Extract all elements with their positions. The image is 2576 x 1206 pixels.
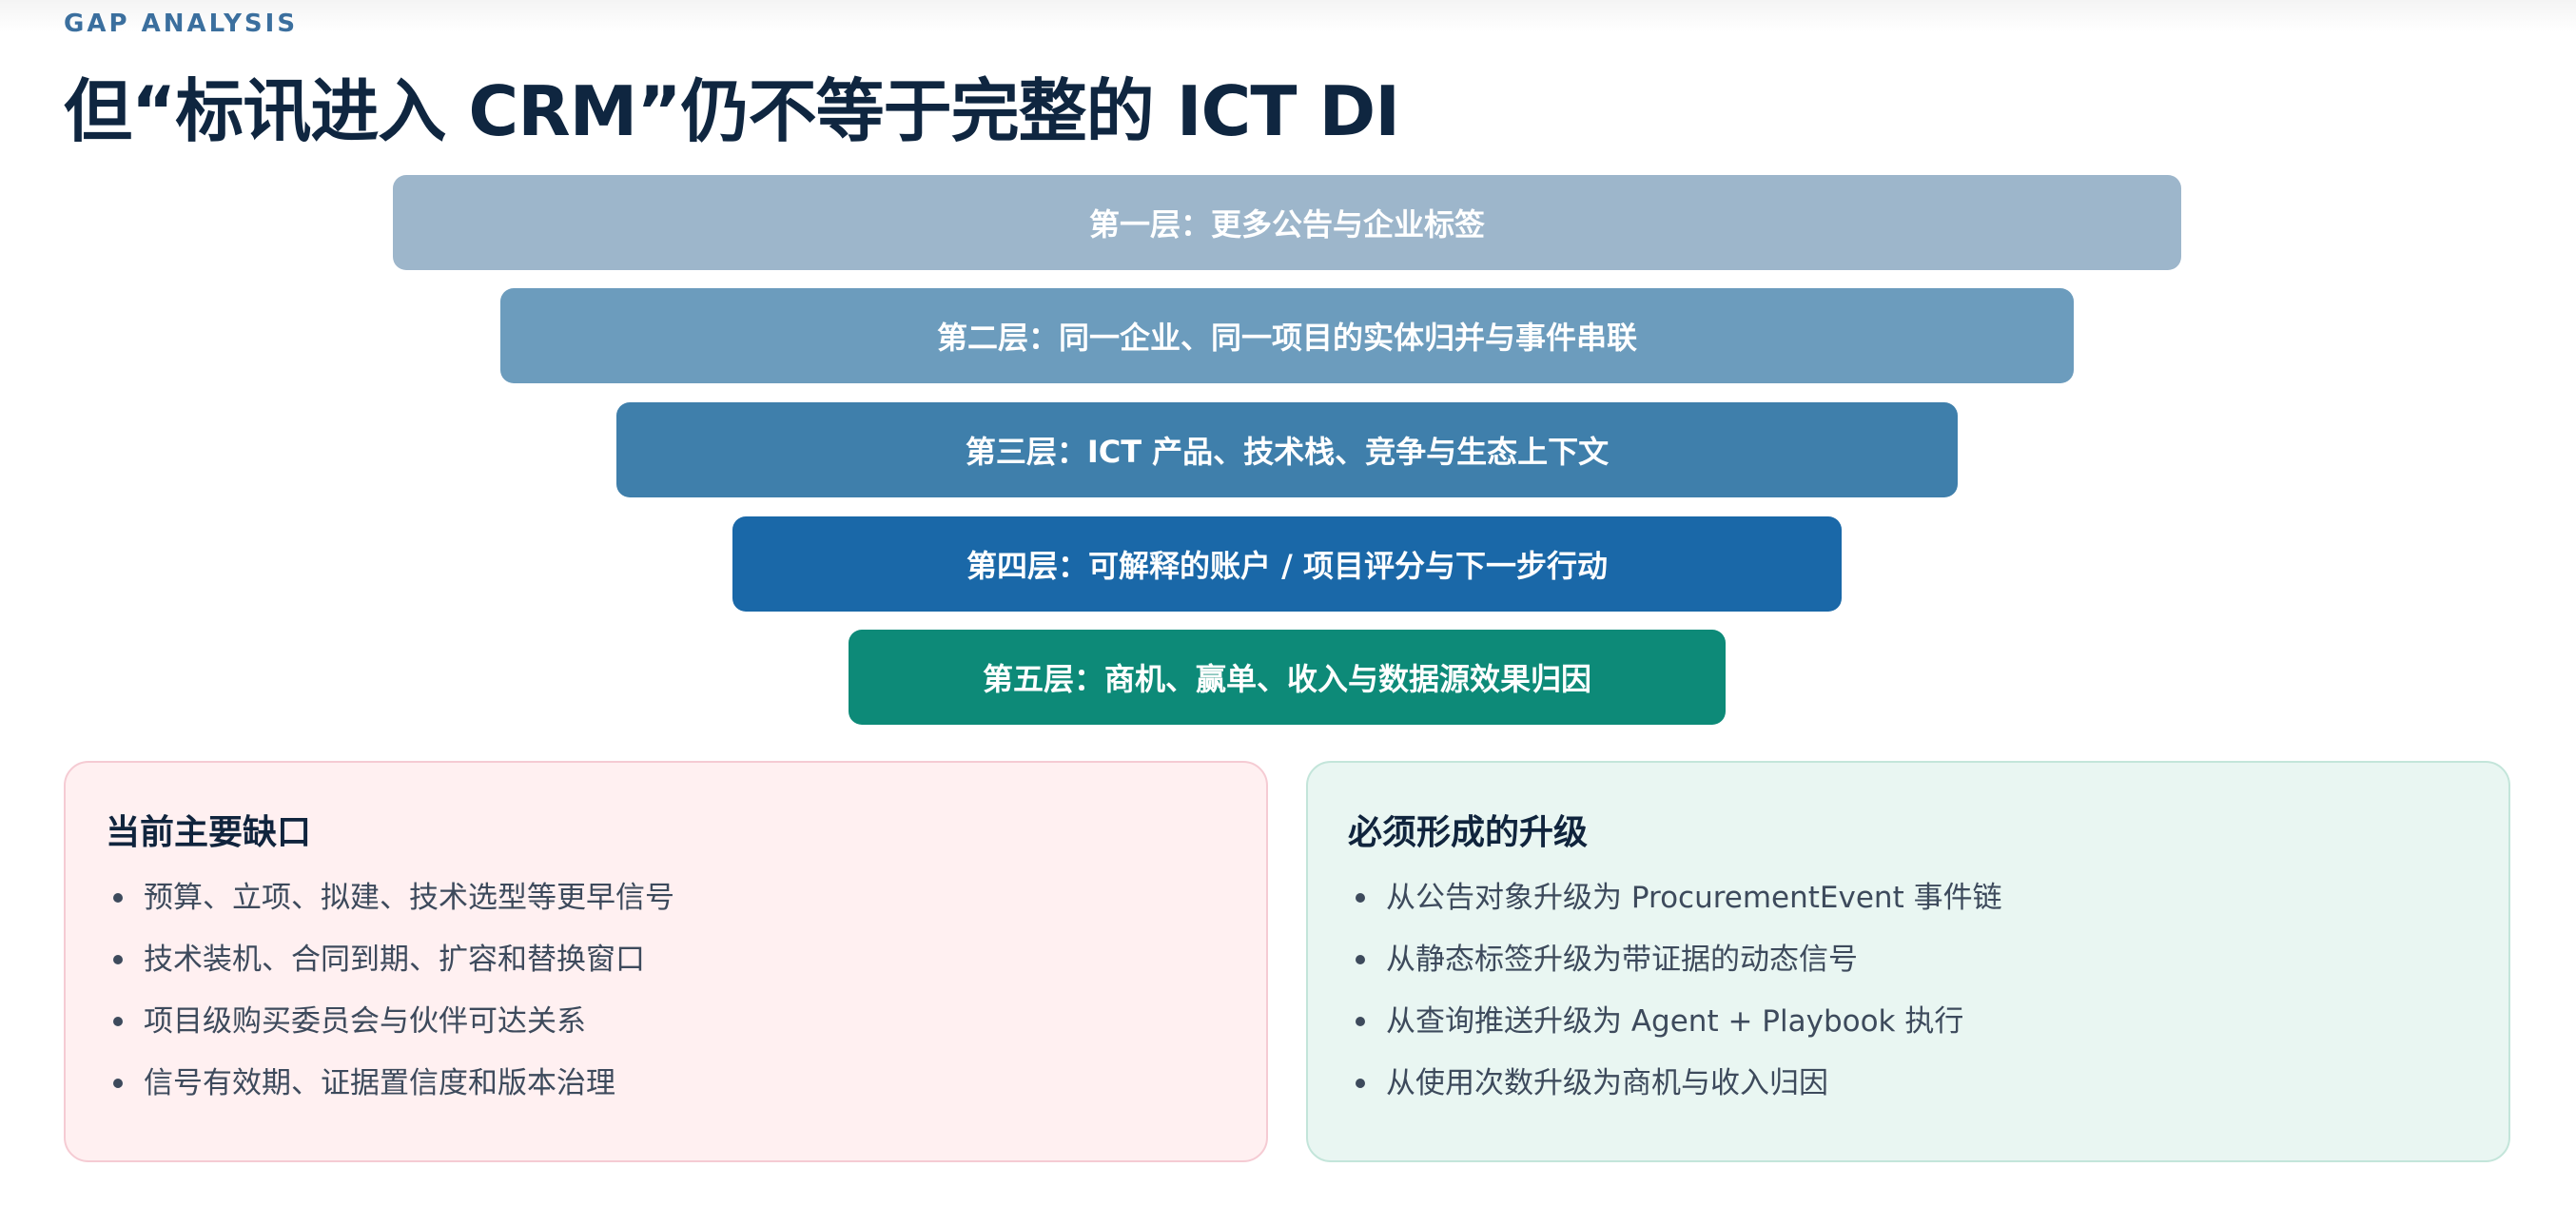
list-item: 从公告对象升级为 ProcurementEvent 事件链	[1348, 879, 2470, 941]
list-item: 信号有效期、证据置信度和版本治理	[106, 1064, 1228, 1126]
list-item-text: 从静态标签升级为带证据的动态信号	[1386, 943, 1858, 977]
current-gaps-card: 当前主要缺口 预算、立项、拟建、技术选型等更早信号 技术装机、合同到期、扩容和替…	[64, 761, 1268, 1162]
current-gaps-list: 预算、立项、拟建、技术选型等更早信号 技术装机、合同到期、扩容和替换窗口 项目级…	[106, 879, 1228, 1126]
funnel-layer-3: 第三层：ICT 产品、技术栈、竞争与生态上下文	[616, 402, 1958, 497]
list-item-text: 预算、立项、拟建、技术选型等更早信号	[144, 881, 674, 915]
list-item: 技术装机、合同到期、扩容和替换窗口	[106, 941, 1228, 1002]
section-eyebrow: GAP ANALYSIS	[64, 10, 299, 38]
bullet-icon	[1356, 955, 1365, 964]
top-fade	[0, 0, 2576, 32]
funnel-layer-2: 第二层：同一企业、同一项目的实体归并与事件串联	[500, 288, 2074, 383]
required-upgrades-list: 从公告对象升级为 ProcurementEvent 事件链 从静态标签升级为带证…	[1348, 879, 2470, 1126]
bullet-icon	[113, 1017, 123, 1026]
bullet-icon	[113, 893, 123, 903]
list-item: 从使用次数升级为商机与收入归因	[1348, 1064, 2470, 1126]
funnel-layer-1: 第一层：更多公告与企业标签	[393, 175, 2181, 270]
list-item-text: 技术装机、合同到期、扩容和替换窗口	[144, 943, 645, 977]
funnel-layer-4: 第四层：可解释的账户 / 项目评分与下一步行动	[732, 516, 1842, 612]
list-item-text: 从查询推送升级为 Agent + Playbook 执行	[1386, 1004, 1964, 1039]
bullet-icon	[1356, 1079, 1365, 1088]
required-upgrades-card: 必须形成的升级 从公告对象升级为 ProcurementEvent 事件链 从静…	[1306, 761, 2510, 1162]
list-item-text: 从公告对象升级为 ProcurementEvent 事件链	[1386, 881, 2002, 915]
list-item: 项目级购买委员会与伙伴可达关系	[106, 1002, 1228, 1064]
bullet-icon	[113, 955, 123, 964]
list-item: 从静态标签升级为带证据的动态信号	[1348, 941, 2470, 1002]
current-gaps-title: 当前主要缺口	[106, 813, 312, 852]
list-item-text: 信号有效期、证据置信度和版本治理	[144, 1066, 615, 1100]
page-title: 但“标讯进入 CRM”仍不等于完整的 ICT DI	[64, 71, 1400, 151]
required-upgrades-title: 必须形成的升级	[1348, 813, 1589, 852]
list-item-text: 从使用次数升级为商机与收入归因	[1386, 1066, 1828, 1100]
list-item-text: 项目级购买委员会与伙伴可达关系	[144, 1004, 586, 1039]
funnel-layer-5: 第五层：商机、赢单、收入与数据源效果归因	[849, 630, 1726, 725]
bullet-icon	[1356, 893, 1365, 903]
bullet-icon	[1356, 1017, 1365, 1026]
list-item: 从查询推送升级为 Agent + Playbook 执行	[1348, 1002, 2470, 1064]
list-item: 预算、立项、拟建、技术选型等更早信号	[106, 879, 1228, 941]
bullet-icon	[113, 1079, 123, 1088]
